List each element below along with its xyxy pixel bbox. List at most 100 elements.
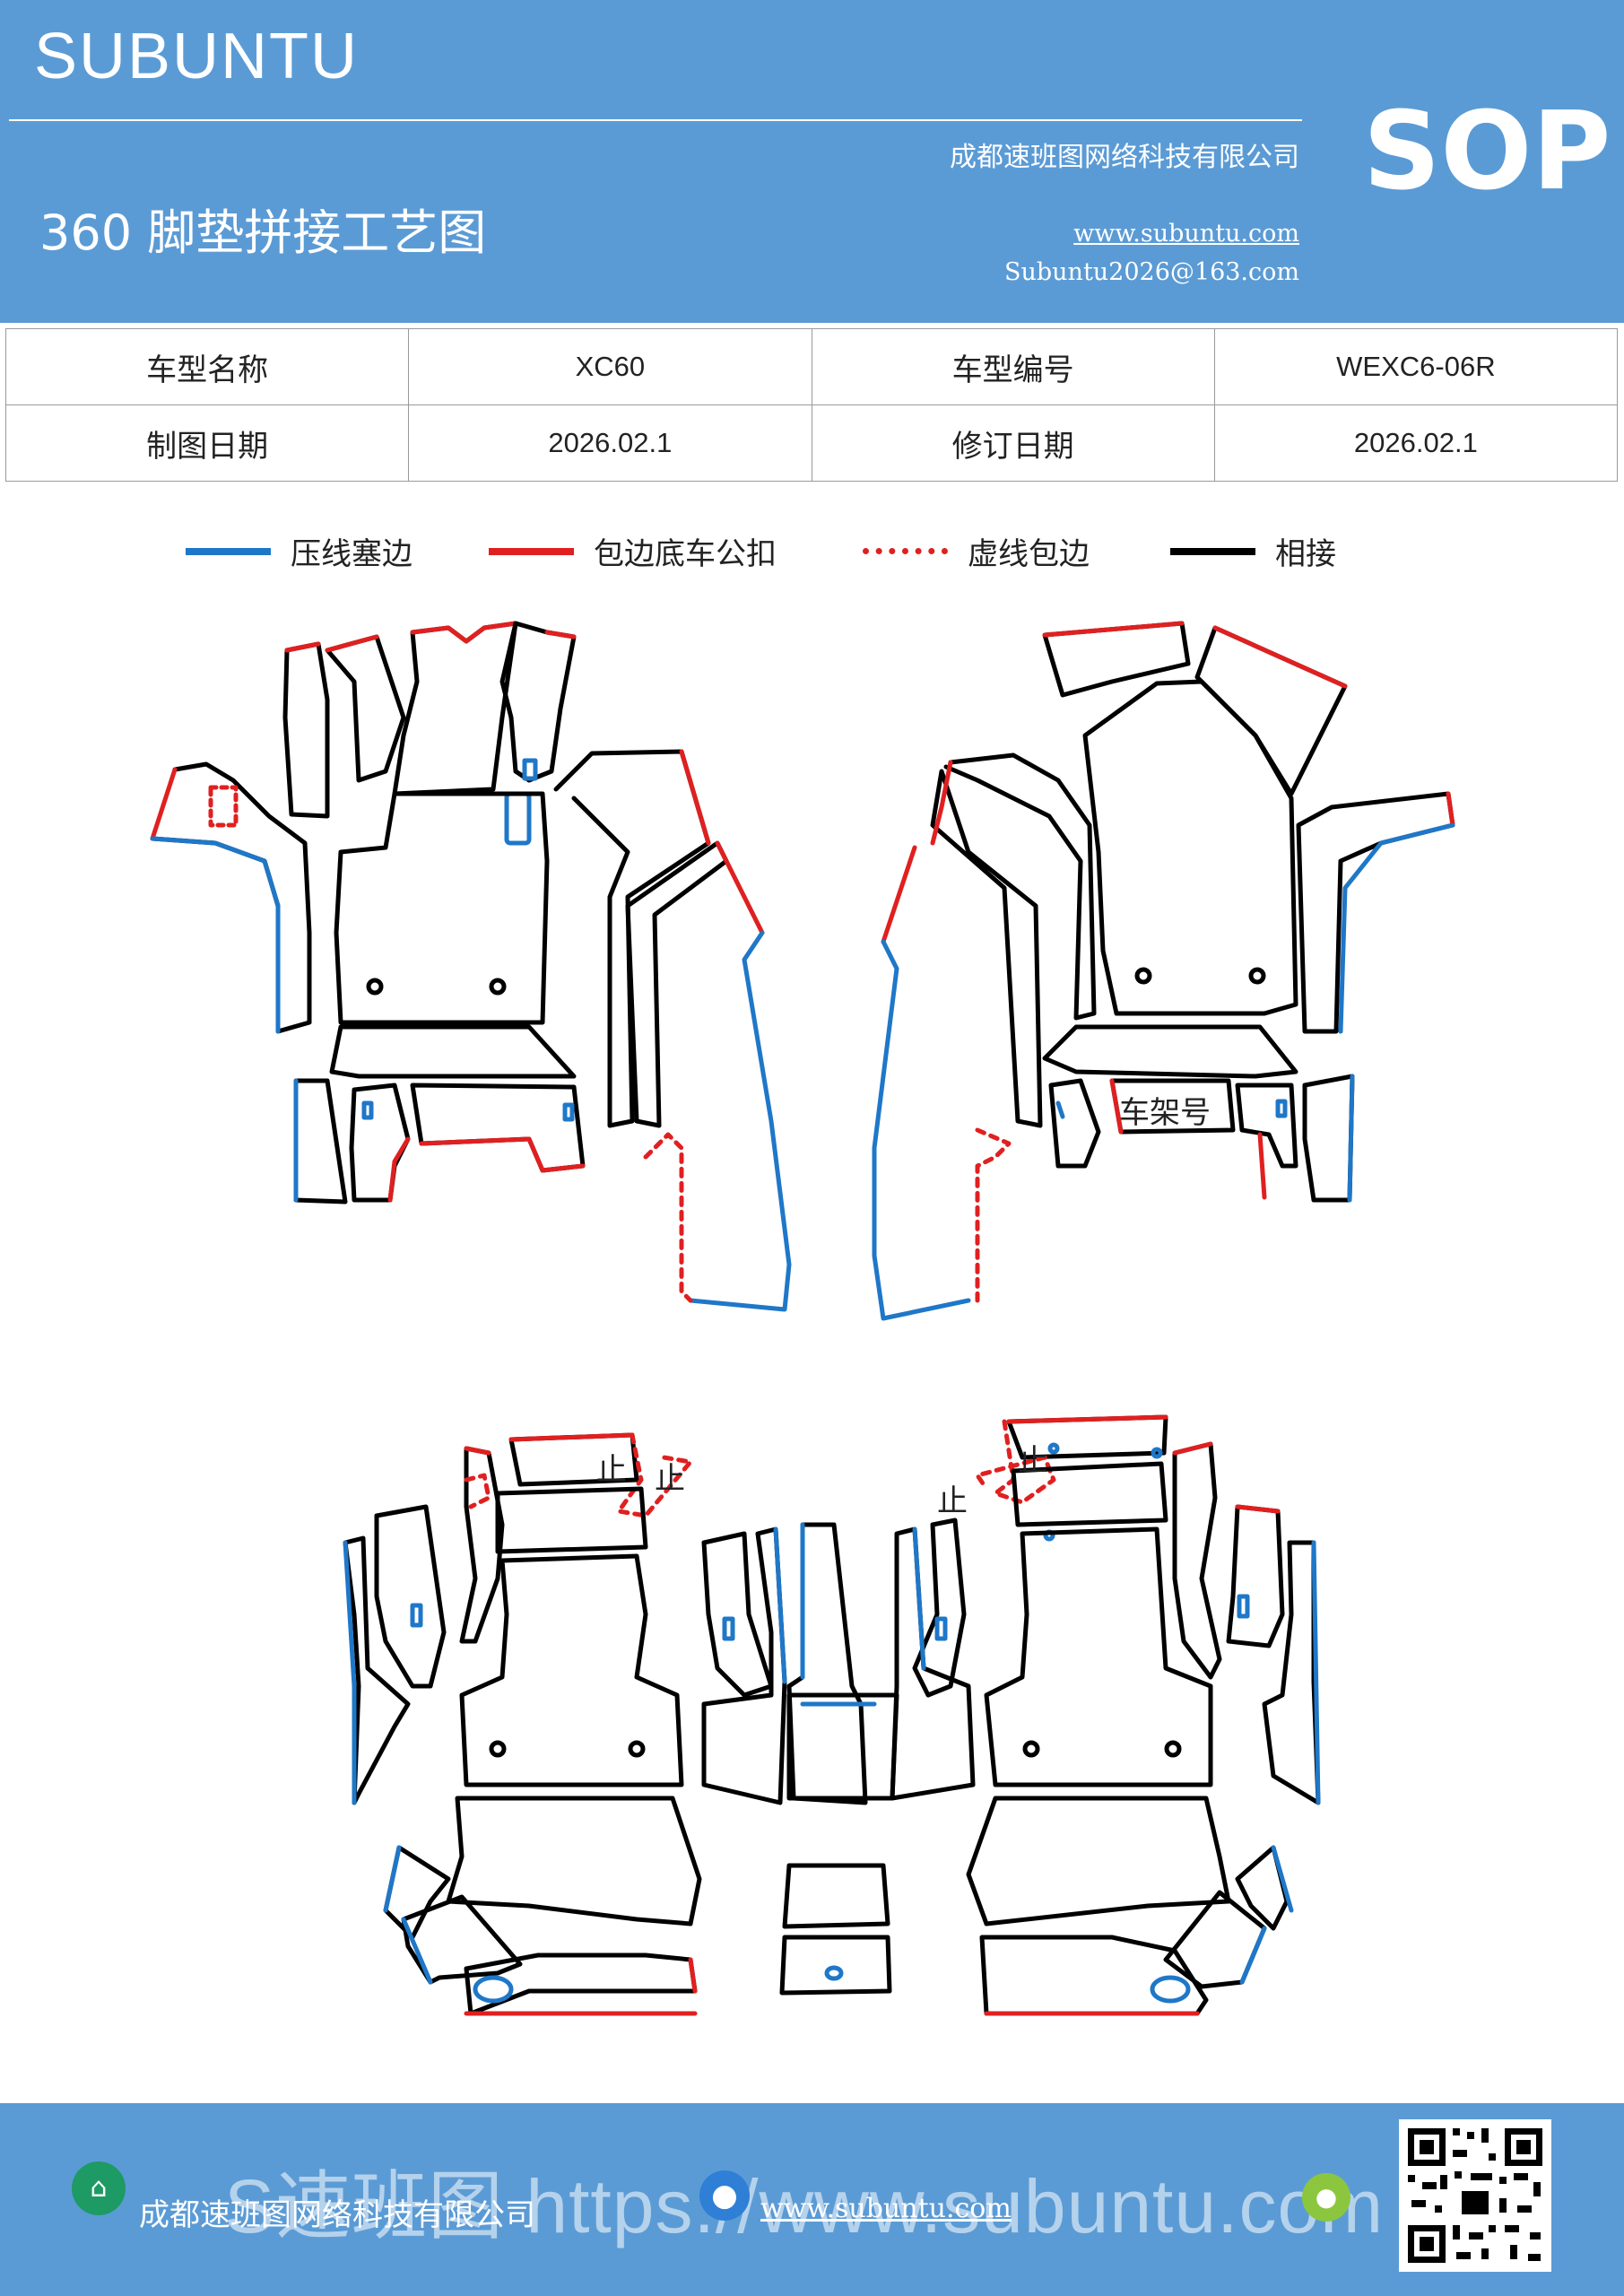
mat-hole [628,1740,646,1758]
mat-piece [966,1796,1231,1926]
mat-piece [943,752,1097,1021]
mat-piece [459,1553,684,1787]
mat-piece [343,1535,411,1805]
mat-hole [1164,1740,1182,1758]
value-model-name: XC60 [408,328,812,405]
mat-piece [1311,1540,1321,1805]
mat-piece [293,1078,348,1205]
legend-item-press-line: 压线塞边 [186,529,413,573]
mat-piece [1006,1414,1168,1424]
mat-piece [1239,1926,1267,1985]
brand-name: SUBUNTU [34,21,360,92]
footer-banner: ⌂ 成都速班图网络科技有限公司 S速班图 https://www.subuntu… [0,2103,1624,2296]
mat-piece [1237,1594,1250,1619]
mat-piece [1302,1074,1355,1203]
legend-label: 包边底车公扣 [594,536,777,572]
mat-piece [401,1894,523,1985]
mat-piece [930,760,953,846]
stop-mark: 止 [596,1452,627,1488]
qr-code[interactable] [1399,2119,1551,2272]
mat-piece [1226,1504,1285,1648]
rear-left-mat: 止 止 [343,1432,787,2016]
legend-item-edge-clip: 包边底车公扣 [489,529,777,573]
email-link[interactable]: Subuntu2026@163.com [1004,258,1299,286]
mat-hole [1151,1447,1163,1459]
mat-piece [410,621,518,644]
legend-swatch-black [1170,547,1255,555]
mat-piece [1082,679,1298,1016]
mat-piece [930,769,1043,1128]
footer-website-link[interactable]: www.subuntu.com [760,2193,1012,2224]
label-revision-date: 修订日期 [811,404,1215,482]
mat-piece [1048,1078,1101,1169]
vehicle-info-table: 车型名称 XC60 车型编号 WEXC6-06R 制图日期 2026.02.1 … [4,328,1619,482]
front-left-mat [150,621,792,1312]
mat-piece [522,758,538,781]
mat-piece [779,1935,892,1996]
mat-piece [1262,1540,1321,1805]
mat-piece [508,1432,635,1442]
mat-piece [325,634,379,653]
mat-piece [464,1446,491,1456]
mat-piece [701,1531,774,1698]
mat-piece [334,791,550,1025]
mat-piece [562,1102,575,1122]
mat-piece [1172,1441,1213,1456]
mat-hole [1022,1740,1040,1758]
mat-piece [1172,1441,1222,1680]
mat-hole [824,1965,844,1981]
mat-piece [208,785,239,828]
mat-piece [392,621,518,796]
legend-swatch-blue [186,547,271,555]
mat-piece [782,1863,890,1929]
company-name: 成都速班图网络科技有限公司 [950,142,1299,173]
center-mat [779,1522,899,1996]
mat-hole [489,978,507,996]
label-model-code: 车型编号 [811,328,1215,405]
mat-piece [419,1136,586,1173]
wechat-icon[interactable]: ● [1302,2173,1350,2222]
footer-watermark: S速班图 https://www.subuntu.com [224,2164,1385,2248]
value-drawing-date: 2026.02.1 [408,404,812,482]
header-divider [9,119,1302,121]
legend-swatch-dotted [863,548,948,554]
mat-piece [495,1486,648,1554]
mat-hole [1248,967,1266,985]
mat-piece [1275,1099,1288,1118]
mat-piece [786,1692,899,1801]
mat-piece [1011,1461,1168,1527]
mat-piece [464,1952,698,2016]
mat-piece [1212,625,1348,689]
table-row: 车型名称 XC60 车型编号 WEXC6-06R [4,328,1619,405]
mat-piece [374,1504,447,1689]
mat-hole [1150,1975,1191,2004]
mat-piece [343,1540,357,1805]
legend-label: 压线塞边 [291,536,413,572]
mat-piece [387,1136,411,1203]
mat-piece [934,1616,948,1641]
footer-company: 成都速班图网络科技有限公司 [139,2197,535,2233]
mat-piece [786,1522,868,1805]
building-icon: ⌂ [72,2161,126,2215]
label-model-name: 车型名称 [4,328,410,405]
mat-piece [459,1446,505,1644]
legend-item-joined: 相接 [1170,529,1336,573]
rear-right-mat: 止 止 [890,1414,1321,2016]
mat-piece [912,1526,926,1671]
table-row: 制图日期 2026.02.1 修订日期 2026.02.1 [4,404,1619,482]
legend-label: 相接 [1275,536,1336,572]
mat-piece [773,1526,787,1684]
legend: 压线塞边 包边底车公扣 虚线包边 相接 [0,529,1624,574]
mat-piece [361,1100,374,1120]
mat-piece [688,1957,698,1994]
mat-piece [329,1024,577,1079]
legend-item-dotted-edge: 虚线包边 [863,529,1090,573]
mat-piece [1446,791,1455,828]
mat-piece [1257,1132,1267,1200]
stop-mark: 止 [655,1461,685,1497]
mat-hole [1047,1442,1060,1455]
legend-swatch-red [489,547,574,555]
website-link[interactable]: www.subuntu.com [1073,220,1299,248]
mat-piece [504,791,532,846]
mat-hole [473,1975,514,2004]
